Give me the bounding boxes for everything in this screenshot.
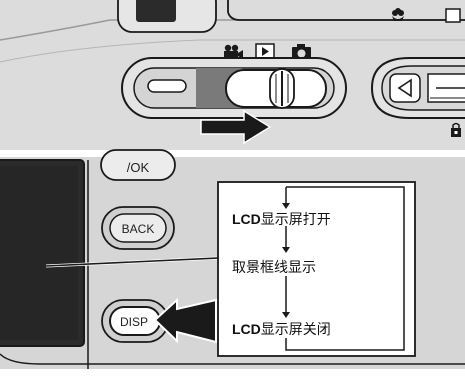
- cycle-arrowheads: [282, 203, 290, 318]
- cycle-flow: [285, 186, 405, 351]
- top-plate-edge: [0, 19, 465, 41]
- slider-left-slot: [147, 79, 187, 93]
- top-panel: [0, 0, 465, 150]
- bottom-bezel-line: [0, 353, 465, 365]
- top-dark-window: [136, 0, 176, 22]
- lcd-screen-inner: [0, 166, 78, 340]
- left-triangle-icon: [397, 78, 412, 98]
- ok-button-label: /OK: [127, 160, 150, 175]
- back-button[interactable]: BACK: [101, 206, 175, 250]
- bottom-panel: /OK BACK DISP: [0, 149, 465, 369]
- flower-macro-icon: [392, 8, 404, 21]
- left-arrow-button[interactable]: [389, 73, 421, 103]
- playback-triangle-icon: [255, 43, 275, 60]
- cycle-item-framing-guide: 取景框线显示: [232, 259, 316, 275]
- right-arrow-icon: [200, 109, 272, 145]
- cycle-item-lcd-on: LCD显示屏打开: [232, 211, 331, 227]
- disp-button-label: DISP: [120, 315, 148, 329]
- mode-switch-knob[interactable]: [225, 68, 327, 109]
- bottom-margin: [0, 369, 465, 381]
- ok-button[interactable]: /OK: [100, 149, 176, 181]
- cycle-item-lcd-off: LCD显示屏关闭: [232, 321, 331, 337]
- still-camera-icon: [292, 44, 311, 60]
- top-plate-inner-edge: [0, 39, 465, 63]
- top-right-lip: [227, 0, 465, 21]
- back-button-label: BACK: [122, 222, 155, 236]
- disp-pointer-arrow: [153, 297, 217, 344]
- panel-divider: [0, 150, 465, 157]
- lock-icon: [451, 122, 461, 137]
- movie-camera-icon: [224, 44, 243, 59]
- display-cycle-callout: [217, 181, 416, 357]
- top-right-square-icon: [445, 8, 461, 23]
